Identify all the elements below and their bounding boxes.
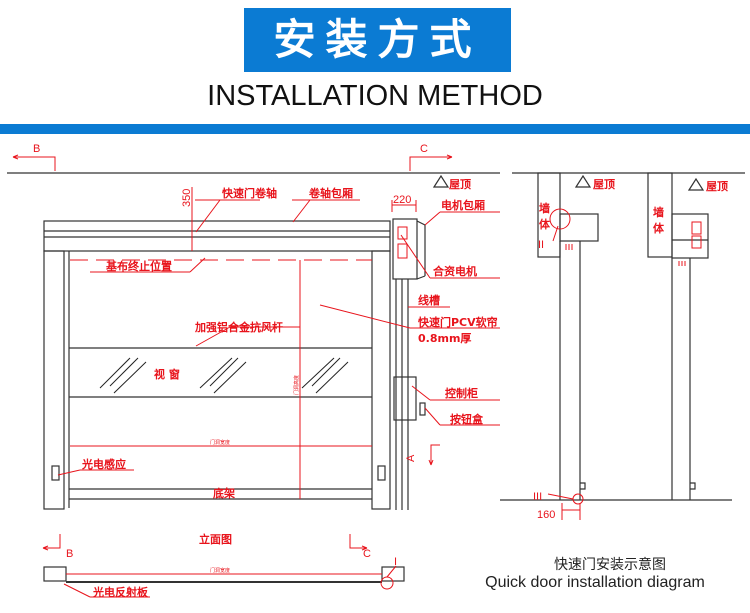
button-box xyxy=(419,402,426,416)
label-view-name: 立面图 xyxy=(199,532,232,546)
label-motor-cover: 电机包厢 xyxy=(441,198,485,212)
motor-icon xyxy=(397,226,408,240)
label-photo-sensor: 光电感应 xyxy=(81,457,126,471)
label-bottom-frame: 底架 xyxy=(213,486,235,500)
mark-a: A xyxy=(405,454,417,462)
motor-box xyxy=(392,218,418,280)
left-column xyxy=(43,250,65,510)
installation-drawing: B C 350 220 快速门卷轴 卷轴包厢 屋顶 电机包厢 基布终止位置 合资… xyxy=(7,143,745,599)
motor-icon xyxy=(397,243,408,259)
plan-left-wall xyxy=(43,566,67,582)
label-windbar: 加强铝合金抗风杆 xyxy=(194,320,283,334)
label-wire-slot: 线槽 xyxy=(418,293,440,307)
label-motor: 合资电机 xyxy=(433,264,477,278)
roof-triangle-icon xyxy=(687,177,705,191)
plan-detail-i: I xyxy=(394,556,397,568)
title-banner: 安装方式 xyxy=(244,8,511,72)
title-en: INSTALLATION METHOD xyxy=(207,80,543,112)
title-cn: 安装方式 xyxy=(273,15,482,64)
label-window: 视 窗 xyxy=(154,367,180,381)
label-stop-position: 基布终止位置 xyxy=(105,259,172,273)
label-shaft-cover: 卷轴包厢 xyxy=(308,186,353,200)
window-glare-marks xyxy=(99,357,349,394)
label-wall-right: 墙 xyxy=(653,205,664,219)
label-curtain-1: 快速门PCV软帘 xyxy=(417,315,498,329)
right-sensor xyxy=(377,465,386,481)
label-roof-left: 屋顶 xyxy=(593,178,615,191)
label-wall-right-2: 体 xyxy=(653,221,665,235)
label-detail-iii: III xyxy=(533,491,542,503)
label-curtain-2: 0.8mm厚 xyxy=(418,332,471,345)
caption-cn: 快速门安装示意图 xyxy=(554,557,666,573)
motor-icon xyxy=(691,221,702,235)
right-column xyxy=(371,250,391,510)
label-offset-160: 160 xyxy=(537,509,555,521)
plan-width-label: 门洞宽度 xyxy=(210,567,230,574)
label-wall-left: 墙 xyxy=(539,201,550,215)
roof-triangle-icon xyxy=(574,174,592,188)
label-roof: 屋顶 xyxy=(449,178,471,191)
label-door-height: 门洞高度 xyxy=(293,375,300,395)
left-motor-section xyxy=(559,213,599,242)
mark-c: C xyxy=(420,143,428,155)
caption-en: Quick door installation diagram xyxy=(485,574,705,591)
label-reflector: 光电反射板 xyxy=(92,585,149,599)
control-box xyxy=(393,376,417,421)
label-door-width: 门洞宽度 xyxy=(210,439,230,446)
accent-band xyxy=(0,124,750,134)
label-button-box: 按钮盒 xyxy=(450,412,484,426)
label-roller-shaft: 快速门卷轴 xyxy=(221,186,277,200)
roof-triangle-icon xyxy=(432,174,450,188)
label-control-box: 控制柜 xyxy=(445,386,478,400)
left-sensor xyxy=(51,465,60,481)
right-motor-section xyxy=(671,213,709,259)
plan-mark-c: C xyxy=(363,548,371,560)
motor-icon xyxy=(691,235,702,249)
dim-350: 350 xyxy=(181,189,193,207)
plan-mark-b: B xyxy=(66,548,73,560)
mark-b: B xyxy=(33,143,40,155)
label-wall-left-2: 体 xyxy=(539,217,551,231)
roller-housing xyxy=(43,220,391,252)
label-roof-right: 屋顶 xyxy=(706,180,728,193)
label-detail-ii: II xyxy=(538,239,544,251)
dim-220: 220 xyxy=(393,194,411,206)
dimension-lines xyxy=(12,154,702,598)
